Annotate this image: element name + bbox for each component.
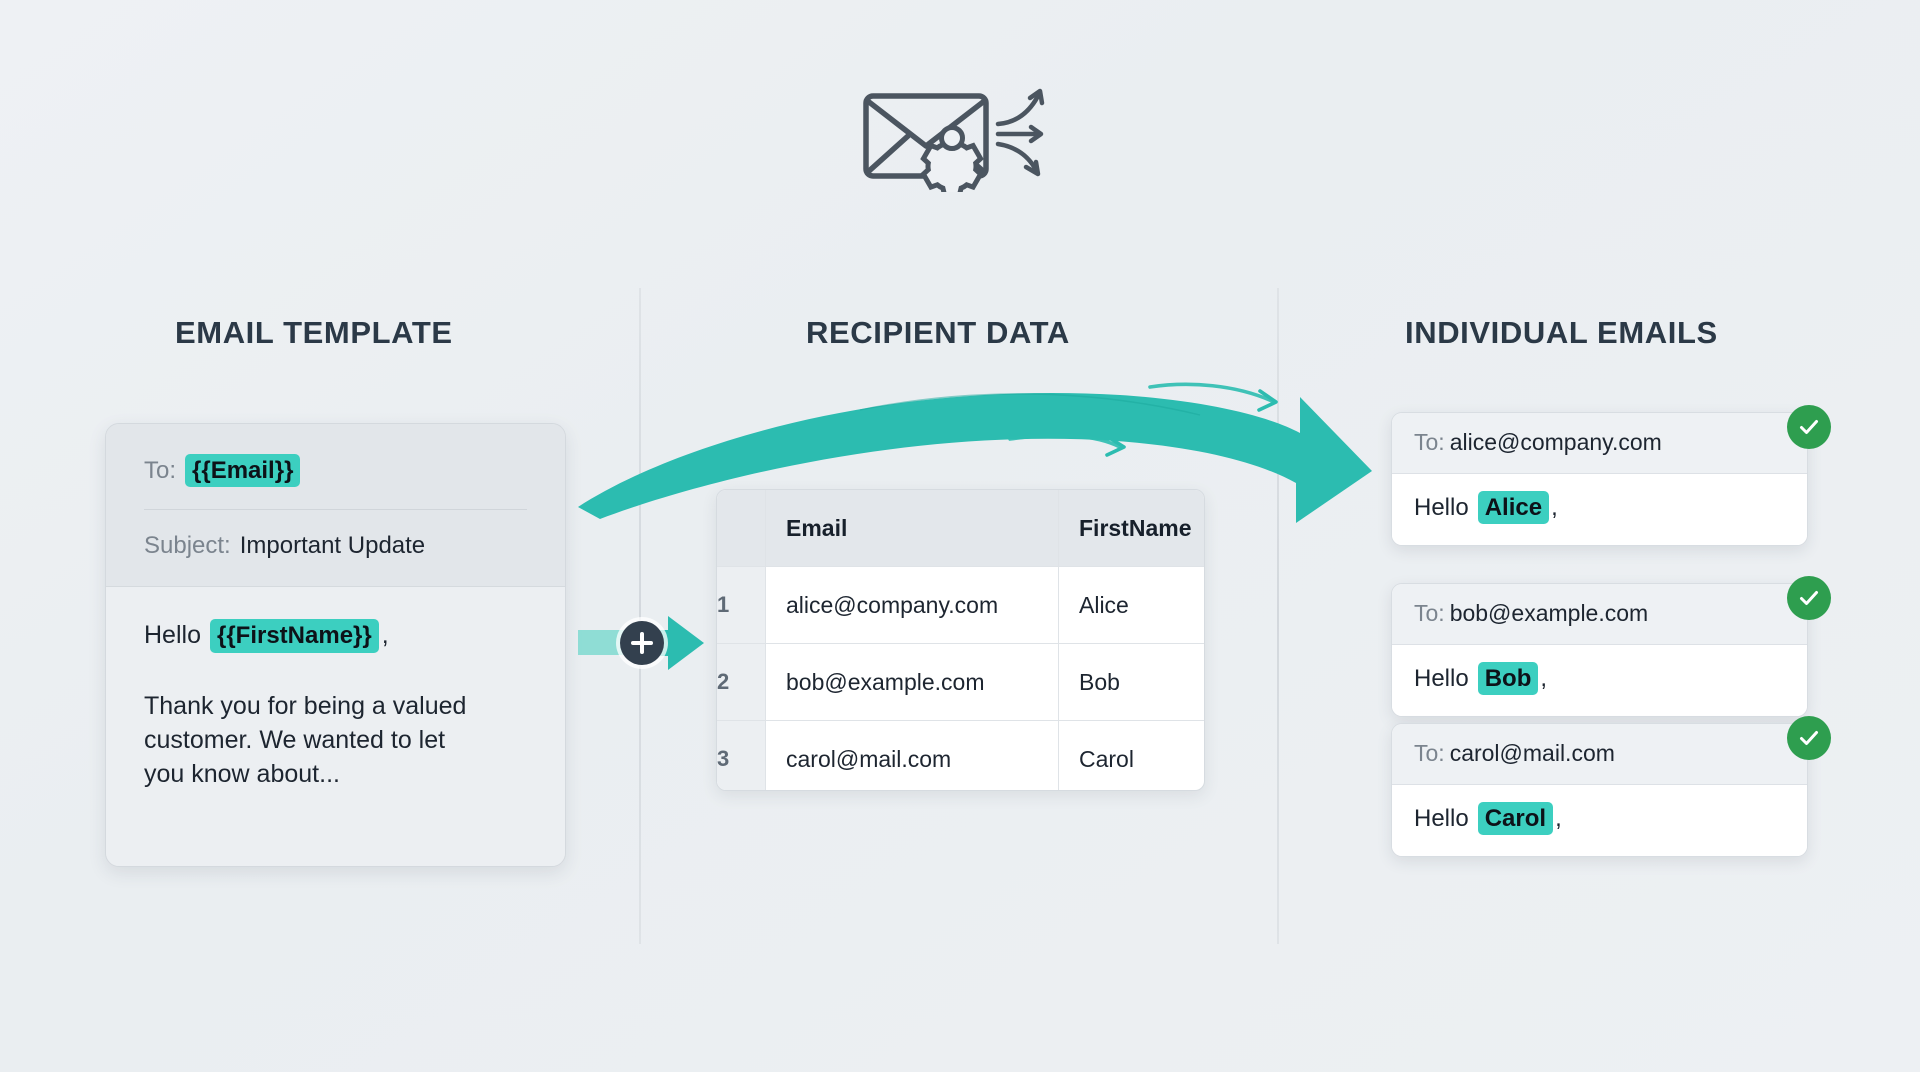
email-greeting-lead: Hello xyxy=(1414,493,1469,521)
email-to-value: carol@mail.com xyxy=(1449,740,1615,766)
template-header-fields: To: {{Email}} Subject: Important Update xyxy=(106,424,565,587)
email-greeting-lead: Hello xyxy=(1414,664,1469,692)
recipient-data-table[interactable]: Email FirstName 1 alice@company.com Alic… xyxy=(716,489,1205,791)
template-subject-row: Subject: Important Update xyxy=(144,532,527,560)
row-email: alice@company.com xyxy=(765,566,1059,644)
row-firstname: Bob xyxy=(1058,643,1204,721)
merge-connector xyxy=(578,612,708,674)
row-email: bob@example.com xyxy=(765,643,1059,721)
row-index: 2 xyxy=(717,643,766,721)
section-title-recipient-data: RECIPIENT DATA xyxy=(806,315,1070,350)
template-greeting-lead: Hello xyxy=(144,621,201,650)
template-subject-label: Subject: xyxy=(144,532,231,560)
template-firstname-placeholder-tag: {{FirstName}} xyxy=(209,619,379,653)
email-greeting-comma: , xyxy=(1551,493,1558,521)
email-to-label: To: xyxy=(1414,740,1445,766)
row-index: 3 xyxy=(717,720,766,790)
email-template-card[interactable]: To: {{Email}} Subject: Important Update … xyxy=(105,423,566,867)
row-index: 1 xyxy=(717,566,766,644)
email-to-label: To: xyxy=(1414,429,1445,455)
table-row[interactable]: 3 carol@mail.com Carol xyxy=(717,720,1204,790)
row-email: carol@mail.com xyxy=(765,720,1059,790)
email-merged-name-tag: Bob xyxy=(1477,662,1539,696)
template-to-label: To: xyxy=(144,456,177,484)
individual-email-card[interactable]: To:carol@mail.com Hello Carol , xyxy=(1391,723,1808,858)
template-subject-value: Important Update xyxy=(239,532,426,560)
template-greeting-comma: , xyxy=(381,621,389,650)
row-firstname: Carol xyxy=(1079,745,1134,772)
envelope-gear-distribute-icon xyxy=(856,72,1066,198)
email-body: Hello Carol , xyxy=(1392,785,1807,857)
sent-check-icon xyxy=(1787,716,1831,760)
template-greeting-row: Hello {{FirstName}} , xyxy=(144,619,527,653)
template-field-divider xyxy=(144,509,527,511)
email-greeting-comma: , xyxy=(1540,664,1548,692)
email-to-row: To:carol@mail.com xyxy=(1392,724,1807,785)
column-divider-right xyxy=(1277,288,1279,944)
sent-check-icon xyxy=(1787,405,1831,449)
email-to-label: To: xyxy=(1414,600,1445,626)
email-greeting-lead: Hello xyxy=(1414,804,1469,832)
row-firstname: Alice xyxy=(1058,566,1204,644)
table-row[interactable]: 1 alice@company.com Alice xyxy=(717,566,1204,644)
section-title-email-template: EMAIL TEMPLATE xyxy=(175,315,453,350)
email-body: Hello Bob , xyxy=(1392,645,1807,717)
individual-email-card[interactable]: To:bob@example.com Hello Bob , xyxy=(1391,583,1808,718)
email-merged-name-tag: Alice xyxy=(1477,491,1550,525)
email-greeting-comma: , xyxy=(1555,804,1562,832)
table-header-row: Email FirstName xyxy=(717,490,1204,567)
table-header-index xyxy=(717,490,766,567)
sent-check-icon xyxy=(1787,576,1831,620)
email-body: Hello Alice , xyxy=(1392,474,1807,546)
column-divider-left xyxy=(639,288,641,944)
plus-icon xyxy=(620,621,664,665)
section-title-individual-emails: INDIVIDUAL EMAILS xyxy=(1405,315,1718,350)
email-to-value: bob@example.com xyxy=(1449,600,1649,626)
email-to-row: To:bob@example.com xyxy=(1392,584,1807,645)
table-row[interactable]: 2 bob@example.com Bob xyxy=(717,643,1204,721)
template-paragraph: Thank you for being a valued customer. W… xyxy=(144,691,467,788)
table-header-firstname: FirstName xyxy=(1058,490,1204,567)
email-to-row: To:alice@company.com xyxy=(1392,413,1807,474)
table-header-email: Email xyxy=(765,490,1059,567)
template-to-row: To: {{Email}} xyxy=(144,454,527,488)
email-merged-name-tag: Carol xyxy=(1477,802,1554,836)
email-to-value: alice@company.com xyxy=(1449,429,1662,455)
individual-email-card[interactable]: To:alice@company.com Hello Alice , xyxy=(1391,412,1808,547)
template-to-placeholder-tag: {{Email}} xyxy=(185,454,301,488)
template-body: Hello {{FirstName}} , Thank you for bein… xyxy=(106,586,565,866)
